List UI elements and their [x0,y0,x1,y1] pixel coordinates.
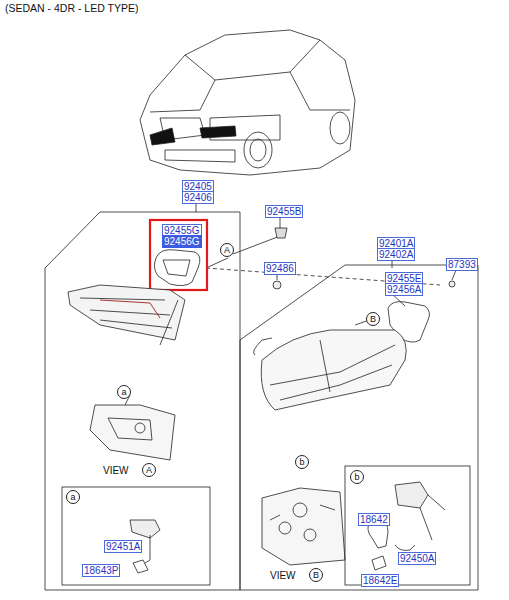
view-letter: b [295,455,309,469]
callout-number: 92450A [398,552,436,565]
callout-number: 92402A [377,248,415,261]
view-letter: a [66,490,80,504]
view-letter: A [220,243,234,257]
callout-number: 92486 [264,262,296,275]
view-label: VIEW [103,465,129,476]
view-letter: a [117,385,131,399]
callout-number: 18643P [82,564,120,577]
view-letter: b [350,470,364,484]
callout-number: 18642 [358,513,390,526]
title: (SEDAN - 4DR - LED TYPE) [5,3,138,14]
callout-number: 18642E [361,574,399,587]
callout-number: 92456G [162,235,202,248]
callout-number: 92456A [385,283,423,296]
callout-number: 92406 [182,191,214,204]
view-letter: A [142,463,156,477]
callout-number: 87393 [446,258,478,271]
callout-number: 92451A [104,540,142,553]
view-label: VIEW [270,570,296,581]
callout-number: 92455B [265,205,303,218]
view-letter: B [366,312,380,326]
view-letter: B [309,568,323,582]
